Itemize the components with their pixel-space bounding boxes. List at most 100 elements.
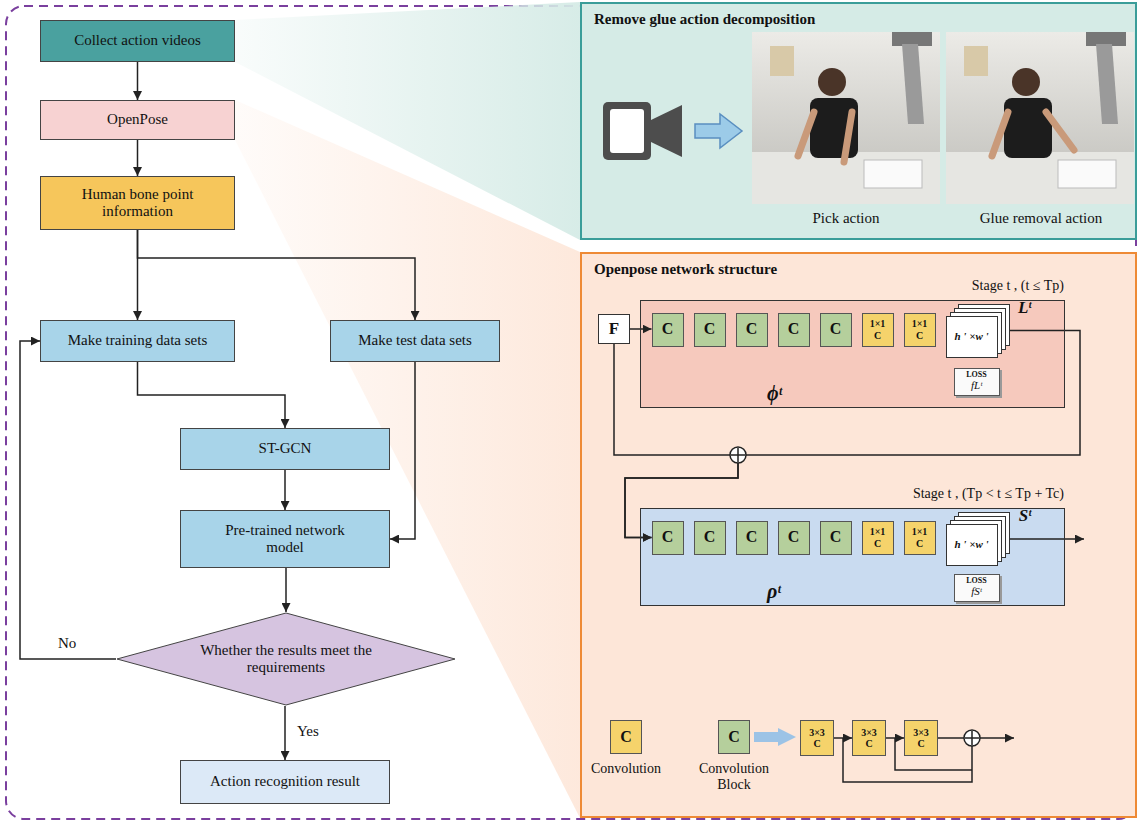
person-arm xyxy=(798,112,852,162)
photo-caption: Glue removal action xyxy=(980,210,1102,227)
convolution-block: C xyxy=(652,313,684,347)
diamond-outline xyxy=(117,613,455,705)
node-text: Pre-trained network model xyxy=(205,522,365,557)
node-text: Collect action videos xyxy=(74,32,201,49)
node-text: C xyxy=(830,320,842,338)
photo-wall xyxy=(752,32,940,204)
node-text: 1×1 C xyxy=(868,318,888,341)
robot-arm xyxy=(892,32,932,46)
photo-box xyxy=(864,160,922,188)
block-arrow xyxy=(695,114,742,148)
conv-1x1: 1×1 C xyxy=(862,521,894,555)
node-text: Human bone point information xyxy=(45,186,230,221)
connector xyxy=(390,362,415,539)
connector xyxy=(138,362,286,428)
convolution-block: C xyxy=(820,521,852,555)
feature-map-stack: Sᵗh ' ×w ' xyxy=(946,512,1010,566)
node-text: F xyxy=(609,319,619,339)
person-arm xyxy=(992,112,1074,156)
photo-poster xyxy=(770,46,794,76)
convolution-block: C xyxy=(736,521,768,555)
person-head xyxy=(818,68,846,96)
camera-icon xyxy=(610,109,644,153)
camera-icon xyxy=(603,102,651,160)
photo xyxy=(946,32,1134,204)
conv-3x3: 3×3 C xyxy=(852,720,886,756)
wire xyxy=(938,737,964,739)
conv-1x1: 1×1 C xyxy=(862,313,894,347)
node-text: LOSS xyxy=(966,577,986,585)
node-text: Make training data sets xyxy=(68,332,208,349)
node-text: 1×1 C xyxy=(910,318,930,341)
sum-circle xyxy=(964,730,980,746)
loss-box: LOSSfLᵗ xyxy=(954,368,1000,396)
photo-wall xyxy=(946,32,1134,204)
robot-arm xyxy=(1086,32,1126,46)
person-body xyxy=(1004,98,1052,158)
connector xyxy=(284,470,286,510)
process-box: Pre-trained network model xyxy=(180,510,390,568)
conv-3x3: 3×3 C xyxy=(800,720,834,756)
node-text: 3×3 C xyxy=(911,727,931,750)
output-wire xyxy=(1010,538,1084,540)
panel: Remove glue action decomposition xyxy=(580,2,1137,240)
legend-box: CConvolution xyxy=(610,720,642,754)
node-text: C xyxy=(788,320,800,338)
process-box: Make training data sets xyxy=(40,320,235,362)
robot-arm xyxy=(1096,44,1118,124)
camera-icon xyxy=(651,105,682,157)
sum-plus xyxy=(965,731,979,745)
conv-3x3: 3×3 C xyxy=(904,720,938,756)
node-text: fLᵗ xyxy=(971,379,982,391)
node-text: C xyxy=(746,320,758,338)
node-text: Convolution Block xyxy=(686,761,782,793)
node-text: C xyxy=(704,528,716,546)
sum-symbol xyxy=(964,730,980,746)
sum-symbol xyxy=(730,447,746,463)
conv-1x1: 1×1 C xyxy=(904,313,936,347)
panel-fill xyxy=(580,252,1137,818)
node-text: ρᵗ xyxy=(767,580,781,603)
node-text: 1×1 C xyxy=(868,526,888,549)
node-text: C xyxy=(662,320,674,338)
connector xyxy=(285,568,287,612)
node-text: OpenPose xyxy=(107,111,168,128)
connector xyxy=(138,230,416,320)
process-box: Action recognition result xyxy=(180,760,390,804)
node-text: C xyxy=(788,528,800,546)
panel-fill xyxy=(580,2,1137,240)
convolution-block: C xyxy=(778,521,810,555)
connector xyxy=(284,706,286,760)
process-box: Make test data sets xyxy=(330,320,500,362)
sum-circle xyxy=(730,447,746,463)
stage-fill xyxy=(640,508,1065,606)
node-text: C xyxy=(662,528,674,546)
node-text: LOSS xyxy=(966,371,986,379)
node-text: C xyxy=(620,728,632,746)
node-text: C xyxy=(728,728,740,746)
convolution-block: C xyxy=(694,313,726,347)
node-text: Stage t , (t ≤ Tp) xyxy=(972,278,1064,294)
edge-label: Yes xyxy=(295,723,321,740)
connector xyxy=(625,331,1080,538)
node-text: C xyxy=(746,528,758,546)
person-head xyxy=(1012,68,1040,96)
node-text: Lᵗ xyxy=(1018,298,1032,318)
node-text: 3×3 C xyxy=(807,727,827,750)
node-text: ϕᵗ xyxy=(767,382,782,405)
legend-box: CConvolution Block xyxy=(718,720,750,754)
photo-caption: Pick action xyxy=(812,210,879,227)
node-text: Convolution xyxy=(578,761,674,777)
panel: Openpose network structureF Stage t , (t … xyxy=(580,252,1137,818)
convolution-block: C xyxy=(820,313,852,347)
node-text: h ' ×w ' xyxy=(946,524,998,566)
stage-fill xyxy=(640,300,1065,408)
node-text: 1×1 C xyxy=(910,526,930,549)
node-text: Openpose network structure xyxy=(594,261,777,278)
feature-box: F xyxy=(598,314,630,344)
node-text: h ' ×w ' xyxy=(946,316,998,358)
convolution-block: C xyxy=(736,313,768,347)
photo xyxy=(752,32,940,204)
robot-arm xyxy=(902,44,924,124)
